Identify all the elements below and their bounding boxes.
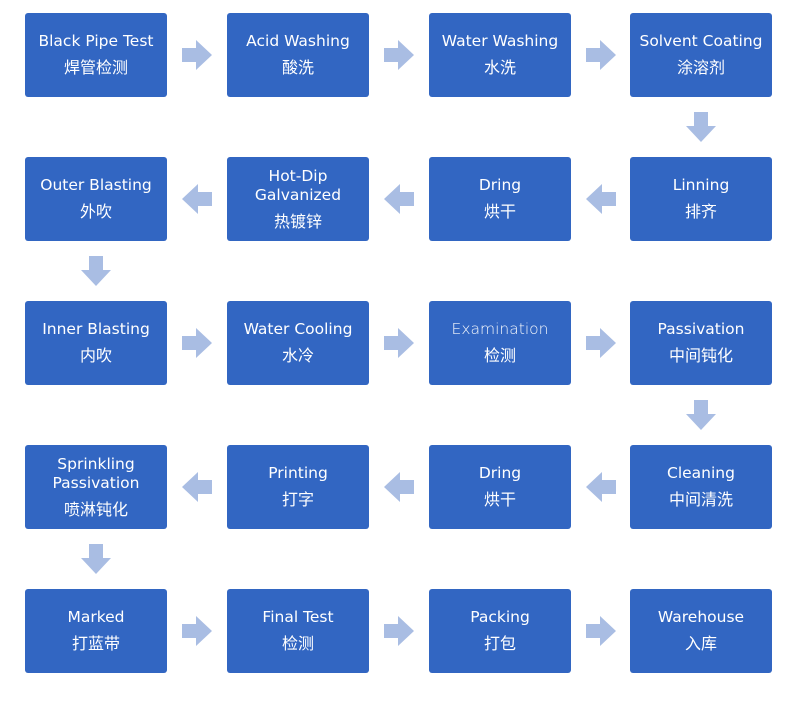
step-label-zh: 烘干 — [483, 490, 516, 509]
step-dring: Dring 烘干 — [429, 157, 571, 241]
step-label-en: Outer Blasting — [40, 176, 152, 194]
step-dring: Dring 烘干 — [429, 445, 571, 529]
step-label-en: Solvent Coating — [639, 32, 763, 50]
step-label-en: Water Cooling — [243, 320, 353, 338]
arrow-down-icon — [686, 112, 716, 142]
step-label-en: Examination — [451, 320, 549, 338]
step-label-en: Marked — [67, 608, 125, 626]
step-label-en: Hot-Dip Galvanized — [254, 166, 342, 204]
step-label-en: Dring — [478, 464, 522, 482]
step-label-zh: 内吹 — [79, 346, 112, 365]
step-printing: Printing 打字 — [227, 445, 369, 529]
step-label-zh: 外吹 — [79, 202, 112, 221]
step-label-en: Water Washing — [441, 32, 559, 50]
step-label-zh: 中间钝化 — [668, 346, 733, 365]
step-marked: Marked 打蓝带 — [25, 589, 167, 673]
step-solvent-coating: Solvent Coating 涂溶剂 — [630, 13, 772, 97]
arrow-left-icon — [384, 184, 414, 214]
arrow-left-icon — [585, 184, 616, 214]
arrow-right-icon — [384, 616, 414, 646]
arrow-right-icon — [384, 40, 414, 70]
step-label-zh: 喷淋钝化 — [63, 499, 128, 519]
step-label-en: Packing — [470, 608, 530, 626]
arrow-right-icon — [585, 616, 616, 646]
arrow-right-icon — [585, 40, 616, 70]
step-label-zh: 打蓝带 — [71, 634, 120, 653]
step-acid-washing: Acid Washing 酸洗 — [227, 13, 369, 97]
arrow-right-icon — [384, 328, 414, 358]
step-final-test: Final Test 检测 — [227, 589, 369, 673]
step-label-zh: 打字 — [281, 490, 314, 509]
step-label-en: Dring — [478, 176, 522, 194]
step-label-zh: 排齐 — [684, 202, 717, 221]
step-label-zh: 入库 — [684, 634, 717, 653]
step-black-pipe-test: Black Pipe Test 焊管检测 — [25, 13, 167, 97]
step-label-en: Final Test — [262, 608, 334, 626]
step-label-en: Passivation — [657, 320, 745, 338]
step-label-en: Sprinkling Passivation — [52, 454, 140, 492]
step-label-zh: 中间清洗 — [668, 490, 733, 509]
step-label-en: Black Pipe Test — [38, 32, 154, 50]
step-hot-dip-galvanized: Hot-Dip Galvanized 热镀锌 — [227, 157, 369, 241]
step-water-cooling: Water Cooling 水冷 — [227, 301, 369, 385]
step-label-zh: 焊管检测 — [63, 58, 128, 77]
arrow-right-icon — [182, 40, 212, 70]
step-examination: Examination 检测 — [429, 301, 571, 385]
step-water-washing: Water Washing 水洗 — [429, 13, 571, 97]
arrow-left-icon — [384, 472, 414, 502]
step-label-en: Inner Blasting — [42, 320, 150, 338]
step-passivation: Passivation 中间钝化 — [630, 301, 772, 385]
arrow-down-icon — [686, 400, 716, 430]
step-label-zh: 涂溶剂 — [676, 58, 725, 77]
step-linning: Linning 排齐 — [630, 157, 772, 241]
step-label-zh: 打包 — [483, 634, 516, 653]
step-label-zh: 检测 — [281, 634, 314, 653]
step-outer-blasting: Outer Blasting 外吹 — [25, 157, 167, 241]
arrow-right-icon — [182, 328, 212, 358]
step-label-zh: 水洗 — [483, 58, 516, 77]
step-label-zh: 热镀锌 — [273, 211, 322, 231]
arrow-down-icon — [81, 256, 111, 286]
step-sprinkling-passivation: Sprinkling Passivation 喷淋钝化 — [25, 445, 167, 529]
arrow-left-icon — [182, 184, 212, 214]
step-label-zh: 烘干 — [483, 202, 516, 221]
arrow-left-icon — [182, 472, 212, 502]
step-label-en: Linning — [672, 176, 730, 194]
step-label-zh: 检测 — [483, 346, 516, 365]
step-label-en: Warehouse — [657, 608, 745, 626]
arrow-left-icon — [585, 472, 616, 502]
step-packing: Packing 打包 — [429, 589, 571, 673]
step-label-zh: 酸洗 — [281, 58, 314, 77]
step-label-en: Cleaning — [667, 464, 735, 482]
arrow-down-icon — [81, 544, 111, 574]
arrow-right-icon — [182, 616, 212, 646]
step-cleaning: Cleaning 中间清洗 — [630, 445, 772, 529]
step-inner-blasting: Inner Blasting 内吹 — [25, 301, 167, 385]
step-label-zh: 水冷 — [281, 346, 314, 365]
step-label-en: Acid Washing — [246, 32, 350, 50]
step-label-en: Printing — [268, 464, 328, 482]
arrow-right-icon — [585, 328, 616, 358]
step-warehouse: Warehouse 入库 — [630, 589, 772, 673]
